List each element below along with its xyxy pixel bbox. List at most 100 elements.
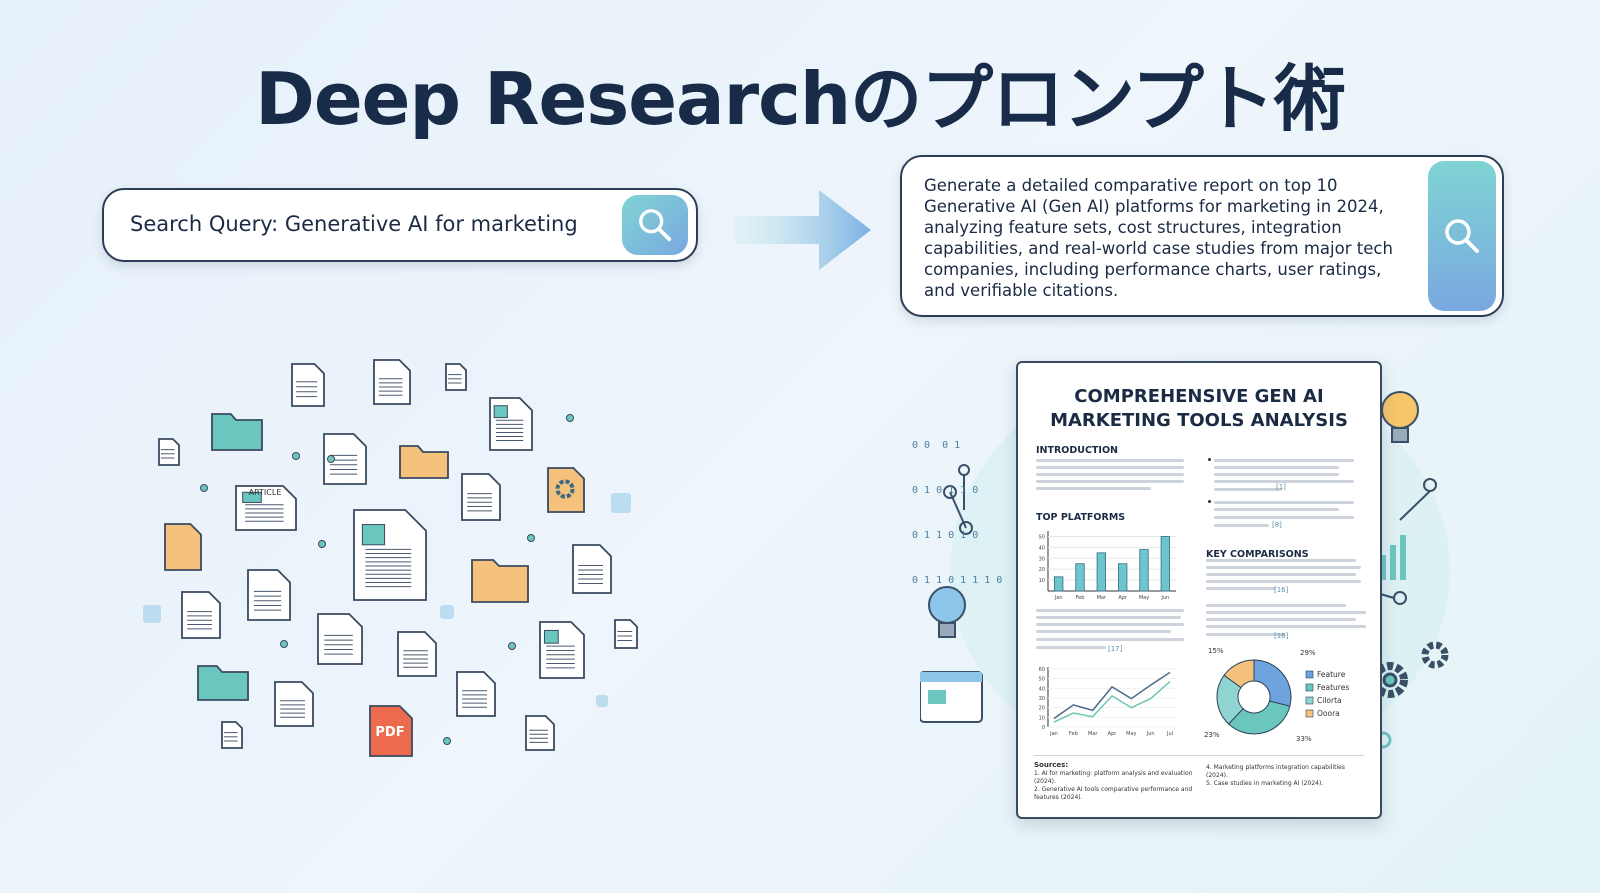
dot (318, 540, 326, 548)
text-line (1214, 459, 1354, 462)
dot (527, 534, 535, 542)
search-button[interactable] (1428, 161, 1496, 311)
report-title-line: MARKETING TOOLS ANALYSIS (1050, 410, 1348, 431)
document-icon (323, 433, 367, 485)
citation: [16] (1274, 586, 1289, 594)
citation: [16] (1274, 632, 1289, 640)
search-icon (1445, 219, 1479, 253)
text-line (1214, 524, 1269, 527)
y-tick-label: 20 (1039, 706, 1045, 712)
folder-icon (399, 445, 449, 479)
text-line (1214, 473, 1339, 476)
document-icon (274, 681, 314, 727)
donut-slice (1227, 700, 1291, 735)
dot (292, 452, 300, 460)
y-tick-label: 50 (1039, 534, 1045, 540)
document-icon (489, 397, 533, 451)
search-button[interactable] (622, 195, 688, 255)
text-line (1214, 466, 1339, 469)
bar (1075, 563, 1085, 592)
text-line (1206, 566, 1361, 569)
x-tick-label: May (1126, 731, 1136, 737)
document-icon (461, 473, 501, 521)
dot (327, 455, 335, 463)
bar (1096, 552, 1106, 592)
dot (508, 642, 516, 650)
text-line (1206, 604, 1346, 607)
x-tick-label: Feb (1076, 595, 1085, 601)
legend-label: Features (1317, 683, 1349, 692)
divider (1034, 755, 1364, 756)
citation: [17] (1108, 645, 1123, 653)
series-line (1053, 671, 1171, 720)
document-icon (539, 621, 585, 679)
slice-label: 23% (1204, 731, 1220, 739)
text-line (1036, 638, 1184, 641)
document-icon (373, 359, 411, 405)
lightbulb-icon (1381, 391, 1419, 443)
slice-label: 15% (1208, 647, 1224, 655)
binary-line: 0 0 0 1 (912, 440, 961, 451)
bullet (1208, 500, 1211, 503)
section-introduction: INTRODUCTION (1036, 445, 1118, 456)
dot (443, 737, 451, 745)
search-query-text: Search Query: Generative AI for marketin… (130, 212, 578, 236)
document-icon (158, 438, 180, 466)
square-decoration (143, 605, 161, 623)
legend-swatch (1305, 683, 1314, 692)
x-tick-label: Jun (1146, 731, 1155, 737)
citation: [8] (1272, 521, 1282, 529)
legend-swatch (1305, 670, 1314, 679)
text-line (1036, 616, 1181, 619)
bar (1053, 576, 1064, 592)
x-tick-label: Jul (1166, 731, 1173, 737)
document-icon (221, 721, 243, 749)
pdf-file-icon: PDF (369, 705, 413, 757)
square-decoration (611, 493, 631, 513)
legend-label: Feature (1317, 670, 1346, 679)
document-icon (291, 363, 325, 407)
document-icon: ARTICLE (235, 485, 297, 531)
bar (1160, 536, 1170, 592)
x-tick-label: Apr (1108, 731, 1118, 737)
section-top-platforms: TOP PLATFORMS (1036, 512, 1126, 523)
text-line (1206, 573, 1356, 576)
text-line (1206, 625, 1366, 628)
document-icon (317, 613, 363, 665)
x-tick-label: Apr (1118, 595, 1128, 601)
detailed-prompt-box[interactable]: Generate a detailed comparative report o… (900, 155, 1504, 317)
y-tick-label: 30 (1039, 696, 1045, 702)
citation: [1] (1276, 483, 1286, 491)
y-tick-label: 40 (1039, 686, 1045, 692)
legend-label: Ooora (1317, 709, 1340, 718)
dot (566, 414, 574, 422)
binary-line: 0 1 1 0 1 0 (912, 530, 979, 541)
binary-line: 0 1 1 0 1 1 1 0 (912, 575, 1003, 586)
square-decoration (596, 695, 608, 707)
text-line (1036, 473, 1184, 476)
document-icon (456, 671, 496, 717)
text-line (1206, 618, 1356, 621)
text-line (1206, 587, 1276, 590)
x-tick-label: Mar (1088, 731, 1098, 737)
folder-icon (211, 413, 263, 451)
bar (1118, 563, 1128, 592)
text-line (1214, 516, 1354, 519)
source-item: 4. Marketing platforms integration capab… (1206, 764, 1345, 779)
page-title: Deep Researchのプロンプト術 (255, 57, 1346, 141)
x-tick-label: May (1139, 595, 1149, 601)
document-icon (614, 619, 638, 649)
section-key-comparisons: KEY COMPARISONS (1206, 549, 1309, 560)
folder-icon (197, 665, 249, 701)
simple-search-bar[interactable]: Search Query: Generative AI for marketin… (102, 188, 698, 262)
sources-label: Sources: (1034, 761, 1069, 769)
text-line (1036, 646, 1106, 649)
y-tick-label: 10 (1039, 715, 1045, 721)
folder-icon (471, 559, 529, 603)
document-icon (353, 509, 427, 601)
square-decoration (440, 605, 454, 619)
detailed-prompt-text: Generate a detailed comparative report o… (924, 176, 1393, 300)
donut-slice (1253, 659, 1292, 707)
